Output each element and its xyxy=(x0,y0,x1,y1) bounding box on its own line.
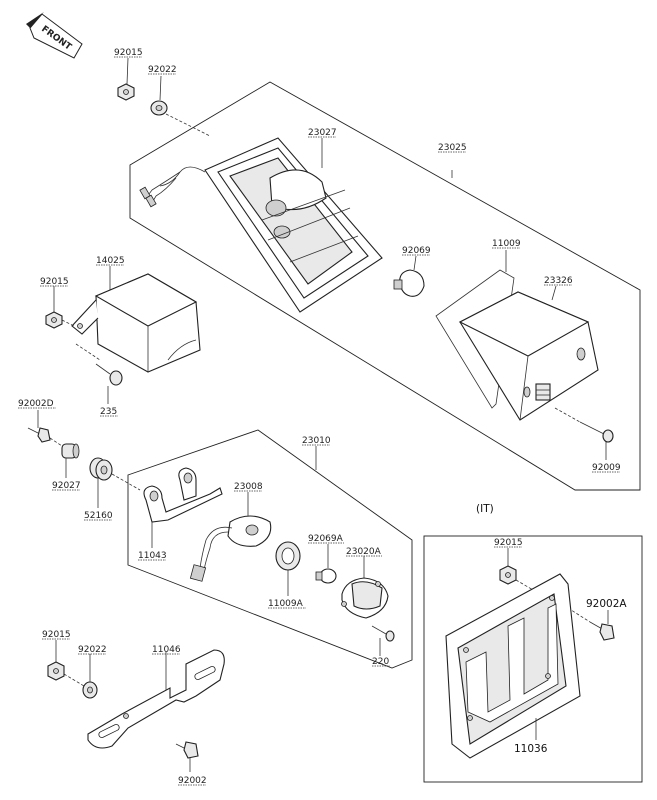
label-235: 235 xyxy=(100,407,117,417)
label-92002a: 92002A xyxy=(586,598,627,610)
washer-92022-low xyxy=(82,681,98,699)
label-92022-b: 92022 xyxy=(78,645,107,655)
bolt-92002 xyxy=(175,741,199,759)
license-plate-bracket-11036 xyxy=(445,573,581,759)
label-it: (IT) xyxy=(476,503,494,515)
nut-92015-low xyxy=(47,661,65,681)
assembly-frame-23010 xyxy=(127,429,413,669)
assembly-frame-23025 xyxy=(129,81,641,491)
nut-92015-mid xyxy=(45,311,63,329)
label-92015-a: 92015 xyxy=(114,48,143,58)
leader-lines xyxy=(37,57,609,772)
bulb-92069a xyxy=(315,568,337,584)
label-11009: 11009 xyxy=(492,239,521,249)
lens-23020a xyxy=(341,577,389,619)
label-11009a: 11009A xyxy=(268,599,304,609)
front-arrow-icon: FRONT xyxy=(26,12,83,59)
label-92027: 92027 xyxy=(52,481,81,491)
screw-92009 xyxy=(579,421,614,443)
label-92069: 92069 xyxy=(402,246,431,256)
label-23027: 23027 xyxy=(308,128,337,138)
label-92002: 92002 xyxy=(178,776,207,786)
lens-23326 xyxy=(458,291,599,421)
label-92069a: 92069A xyxy=(308,534,344,544)
label-92009: 92009 xyxy=(592,463,621,473)
label-23008: 23008 xyxy=(234,482,263,492)
gasket-ring-11009a xyxy=(275,541,301,571)
label-11043: 11043 xyxy=(138,551,167,561)
bulb-92069 xyxy=(393,269,425,297)
label-11036: 11036 xyxy=(514,743,548,755)
label-23326: 23326 xyxy=(544,276,573,286)
socket-23008 xyxy=(189,515,272,582)
label-11046: 11046 xyxy=(152,645,181,655)
nut-92015-it xyxy=(499,565,517,585)
screw-220 xyxy=(371,625,395,642)
label-52160: 52160 xyxy=(84,511,113,521)
collar-92027 xyxy=(61,443,80,459)
label-92002d: 92002D xyxy=(18,399,54,409)
grommet-52160 xyxy=(89,457,113,481)
label-23020a: 23020A xyxy=(346,547,382,557)
part-labels: 92015 92022 23027 23025 92069 11009 2332… xyxy=(18,48,627,786)
cover-14025 xyxy=(71,273,201,373)
label-23025: 23025 xyxy=(438,143,467,153)
label-92015-it: 92015 xyxy=(494,538,523,548)
label-92015-b: 92015 xyxy=(40,277,69,287)
label-92015-c: 92015 xyxy=(42,630,71,640)
it-variant-box xyxy=(423,535,643,783)
gasket-11009 xyxy=(435,269,515,409)
bracket-11046 xyxy=(87,649,225,749)
bolt-92002a xyxy=(589,621,615,641)
label-23010: 23010 xyxy=(302,436,331,446)
nut-92015-top xyxy=(117,83,135,101)
label-220: 220 xyxy=(372,657,389,667)
bolt-92002d xyxy=(27,427,51,443)
label-14025: 14025 xyxy=(96,256,125,266)
bolt-235 xyxy=(95,363,123,386)
washer-92022-top xyxy=(150,100,168,116)
tail-light-housing-23027 xyxy=(139,137,383,313)
label-92022-a: 92022 xyxy=(148,65,177,75)
bracket-11043 xyxy=(143,467,223,523)
